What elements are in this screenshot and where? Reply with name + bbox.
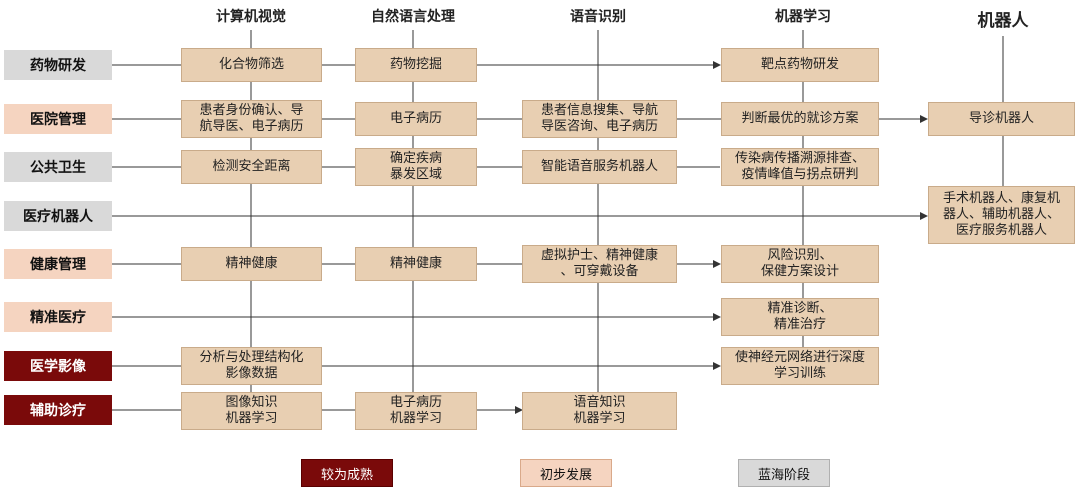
row-label-public: 公共卫生 [4,152,112,182]
box-text: 导诊机器人 [968,111,1034,126]
row-label-health: 健康管理 [4,249,112,279]
box-text: 判断最优的就诊方案 [741,111,859,126]
box-text: 化合物筛选 [218,57,284,72]
box-public-nlp: 确定疾病 暴发区域 [355,148,477,186]
row-label-hospital: 医院管理 [4,104,112,134]
column-header-robot: 机器人 [977,11,1029,31]
box-hospital-nlp: 电子病历 [355,102,477,136]
box-text-line1: 虚拟护士、精神健康 [540,248,658,263]
box-text: 检测安全距离 [212,159,291,174]
box-imaging-cv: 分析与处理结构化 影像数据 [181,347,322,385]
box-assist-cv: 图像知识 机器学习 [181,392,322,430]
box-drug-cv: 化合物筛选 [181,48,322,82]
box-text-line1: 患者身份确认、导 [199,103,304,118]
box-text-line1: 风险识别、 [767,248,833,263]
box-health-cv: 精神健康 [181,247,322,281]
box-text-line2: 精准治疗 [773,317,826,332]
box-text-line2: 暴发区域 [389,167,442,182]
box-text-line2: 学习训练 [773,366,826,381]
column-header-nlp: 自然语言处理 [371,9,455,25]
box-text-line1: 传染病传播溯源排查、 [734,151,865,166]
box-text-line2: 导医咨询、电子病历 [540,119,658,134]
box-text-line1: 分析与处理结构化 [199,350,304,365]
box-text: 精神健康 [389,256,442,271]
row-label-drug: 药物研发 [4,50,112,80]
box-text-line1: 使神经元网络进行深度 [734,350,865,365]
box-drug-ml: 靶点药物研发 [721,48,879,82]
box-precision-ml: 精准诊断、 精准治疗 [721,298,879,336]
legend-blue-ocean: 蓝海阶段 [738,459,830,487]
box-text: 药物挖掘 [389,57,442,72]
box-hospital-cv: 患者身份确认、导 航导医、电子病历 [181,100,322,138]
box-hospital-speech: 患者信息搜集、导航 导医咨询、电子病历 [522,100,677,138]
row-label-imaging: 医学影像 [4,351,112,381]
column-header-cv: 计算机视觉 [216,9,286,25]
box-imaging-ml: 使神经元网络进行深度 学习训练 [721,347,879,385]
box-medrobot-robot: 手术机器人、康复机 器人、辅助机器人、 医疗服务机器人 [928,186,1075,244]
box-text-line2: 航导医、电子病历 [199,119,304,134]
box-assist-speech: 语音知识 机器学习 [522,392,677,430]
box-text: 智能语音服务机器人 [540,159,658,174]
box-assist-nlp: 电子病历 机器学习 [355,392,477,430]
box-health-ml: 风险识别、 保健方案设计 [721,245,879,283]
box-text-line1: 手术机器人、康复机 [942,191,1060,206]
box-text-line2: 机器学习 [225,411,278,426]
legend-initial: 初步发展 [520,459,612,487]
box-text: 电子病历 [389,111,442,126]
box-hospital-robot: 导诊机器人 [928,102,1075,136]
box-health-nlp: 精神健康 [355,247,477,281]
box-text-line2: 疫情峰值与拐点研判 [741,167,859,182]
box-text: 精神健康 [225,256,278,271]
legend-mature: 较为成熟 [301,459,393,487]
box-text: 靶点药物研发 [760,57,839,72]
box-text-line1: 患者信息搜集、导航 [540,103,658,118]
box-public-cv: 检测安全距离 [181,150,322,184]
box-text-line3: 医疗服务机器人 [955,223,1047,238]
box-text-line1: 图像知识 [225,395,278,410]
box-public-speech: 智能语音服务机器人 [522,150,677,184]
column-header-speech: 语音识别 [570,9,626,25]
box-public-ml: 传染病传播溯源排查、 疫情峰值与拐点研判 [721,148,879,186]
box-text-line2: 机器学习 [573,411,626,426]
row-label-precision: 精准医疗 [4,302,112,332]
box-text-line1: 确定疾病 [389,151,442,166]
box-text-line2: 器人、辅助机器人、 [942,207,1060,222]
column-header-ml: 机器学习 [775,9,831,25]
box-text-line2: 、可穿戴设备 [560,264,639,279]
box-text-line2: 保健方案设计 [760,264,839,279]
box-health-speech: 虚拟护士、精神健康 、可穿戴设备 [522,245,677,283]
box-hospital-ml: 判断最优的就诊方案 [721,102,879,136]
row-label-assist: 辅助诊疗 [4,395,112,425]
box-text-line1: 精准诊断、 [767,301,833,316]
box-text-line2: 影像数据 [225,366,278,381]
box-text-line1: 电子病历 [389,395,442,410]
box-text-line2: 机器学习 [389,411,442,426]
box-text-line1: 语音知识 [573,395,626,410]
row-label-medrobot: 医疗机器人 [4,201,112,231]
box-drug-nlp: 药物挖掘 [355,48,477,82]
